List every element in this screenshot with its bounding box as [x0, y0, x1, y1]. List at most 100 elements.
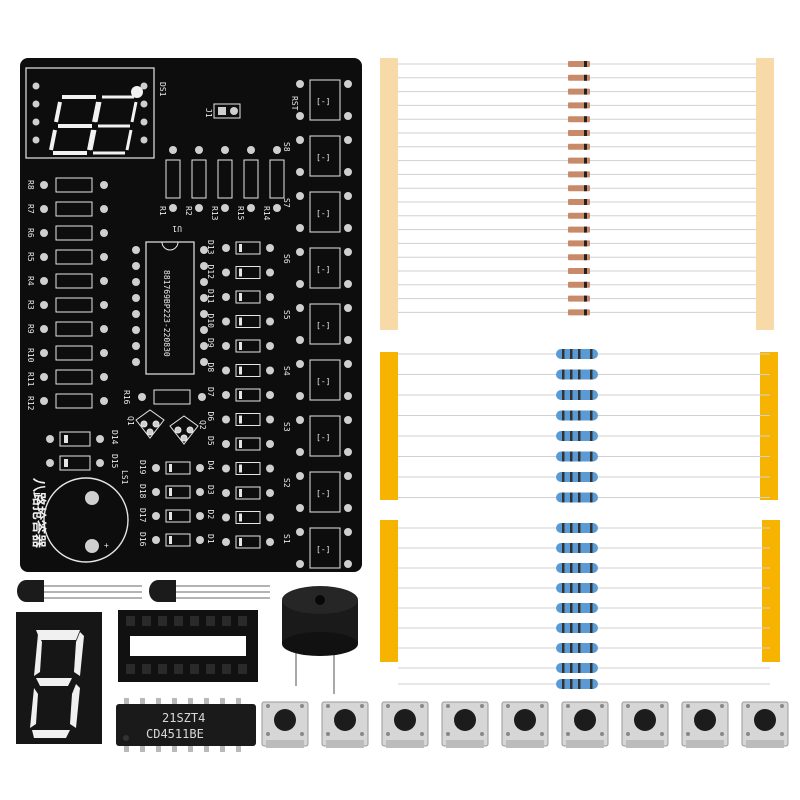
- switch-footprint-s8: [-] S8: [282, 135, 352, 177]
- resistor-footprint-r12: R12: [26, 393, 108, 411]
- diode-footprint-d1: D1: [206, 534, 274, 549]
- switch-label-s8: S8: [282, 142, 291, 152]
- transistor-footprints: [135, 409, 199, 445]
- switch-footprint-s6: [-]S6: [282, 247, 352, 289]
- resistor-footprint-r1: R1: [158, 146, 181, 216]
- tact-button: [501, 701, 549, 748]
- resistor-label-r5: R5: [26, 252, 35, 262]
- resistor-tape-strip-bottom: [380, 520, 780, 689]
- board-title-cn: 八路抢答器: [30, 477, 47, 549]
- diode-label-d16: D16: [138, 532, 147, 547]
- buzzer-footprint: +: [43, 477, 129, 563]
- resistor-tape-strip-top: [380, 349, 778, 503]
- diode-footprint-d9: D9: [206, 338, 274, 353]
- q1-label: Q1: [126, 416, 135, 426]
- diode-label-d12: D12: [206, 265, 215, 280]
- ic-socket: [118, 610, 258, 682]
- ic-marking-line1: 21SZT4: [162, 711, 205, 725]
- switch-label-s4: S4: [282, 366, 291, 376]
- switch-footprint-s2: [-]S2: [282, 471, 352, 513]
- diode-label-d14: D14: [110, 430, 119, 445]
- diode-footprint-d19: D19: [138, 460, 204, 475]
- switch-label-s5: S5: [282, 310, 291, 320]
- resistor-footprint-r4: R4: [26, 273, 108, 289]
- resistor-label-r8: R8: [26, 180, 35, 190]
- buzzer: [282, 586, 358, 694]
- diode-footprint-d10: D10: [206, 314, 274, 329]
- diode-label-d10: D10: [206, 314, 215, 329]
- resistor-label-r13: R13: [210, 206, 219, 221]
- switch-footprint-s3: [-]S3: [282, 415, 352, 457]
- resistor-footprint-r2: R2: [184, 146, 207, 216]
- resistor-footprint-r11: R11: [26, 369, 108, 387]
- diode-footprint-d4: D4: [206, 461, 274, 475]
- resistor-label-r6: R6: [26, 228, 35, 238]
- tact-button-row: [261, 701, 789, 748]
- svg-text:[-]: [-]: [316, 377, 330, 386]
- diode-footprint-d6: D6: [206, 412, 274, 426]
- resistor-label-r1: R1: [158, 206, 167, 216]
- transistor-right: [149, 580, 270, 602]
- diode-label-d7: D7: [206, 387, 215, 397]
- switch-footprint-s5: [-]S5: [282, 303, 352, 345]
- left-diodes: [46, 431, 104, 471]
- ic-marking-line2: CD4511BE: [146, 727, 204, 741]
- diode-footprint-d16: D16: [138, 532, 204, 547]
- chip-silk-text: 881769BP223-220830: [162, 270, 171, 357]
- resistor-footprint-r6: R6: [26, 225, 108, 241]
- diode-footprint-d17: D17: [138, 508, 204, 523]
- resistor-label-r14: R14: [262, 206, 271, 221]
- diode-label-d6: D6: [206, 412, 215, 422]
- diode-label-d15: D15: [110, 454, 119, 469]
- switch-label-s1: S1: [282, 534, 291, 544]
- svg-text:[-]: [-]: [316, 489, 330, 498]
- diode-label-d9: D9: [206, 338, 215, 348]
- diode-label-d5: D5: [206, 436, 215, 446]
- svg-text:[-]: [-]: [316, 153, 330, 162]
- resistor-footprint-r14: R14: [262, 146, 285, 221]
- tact-button: [561, 701, 609, 748]
- resistor-label-r2: R2: [184, 206, 193, 216]
- switch-label-s7: S7: [282, 198, 291, 208]
- switch-footprint-s1: [-] S1: [282, 527, 352, 569]
- switch-column: [-]S8[-]S7[-]S6[-]S5[-]S4[-]S3[-]S2[-]S1: [282, 135, 352, 569]
- diode-footprint-d18: D18: [138, 484, 204, 499]
- diode-label-d2: D2: [206, 510, 215, 520]
- svg-text:[-]: [-]: [316, 97, 330, 106]
- resistor-footprint-r9: R9: [26, 321, 108, 337]
- diode-label-d19: D19: [138, 460, 147, 475]
- svg-text:[-]: [-]: [316, 545, 330, 554]
- resistor-label-r15: R15: [236, 206, 245, 221]
- resistor-footprint-r7: R7: [26, 201, 108, 217]
- resistor-label-r12: R12: [26, 396, 35, 411]
- diode-label-d1: D1: [206, 534, 215, 544]
- resistor-label-r7: R7: [26, 204, 35, 214]
- diode-tape-strip: [380, 58, 774, 330]
- resistor-footprint-r10: R10: [26, 345, 108, 363]
- rst-label: RST: [290, 96, 299, 111]
- diode-footprint-d7: D7: [206, 387, 274, 402]
- transistor-left: [17, 580, 142, 602]
- diode-footprint-d2: D2: [206, 510, 274, 524]
- display-label: DS1: [158, 82, 167, 97]
- diode-label-d11: D11: [206, 289, 215, 304]
- tact-button: [261, 701, 309, 748]
- diode-label-d4: D4: [206, 461, 215, 471]
- q2-label: Q2: [198, 420, 207, 430]
- resistor-footprint-r13: R13: [210, 146, 233, 221]
- diode-footprint-d12: D12: [206, 265, 274, 280]
- rst-switch-footprint: [-]: [296, 79, 352, 121]
- seven-segment-outline: [49, 86, 143, 155]
- diode-footprint-d11: D11: [206, 289, 274, 304]
- diode-label-d13: D13: [206, 240, 215, 255]
- resistor-label-r11: R11: [26, 372, 35, 387]
- chip-socket-label: U1: [172, 224, 182, 233]
- resistor-label-r4: R4: [26, 276, 35, 286]
- switch-label-s3: S3: [282, 422, 291, 432]
- diode-label-d8: D8: [206, 363, 215, 373]
- diode-footprint-d3: D3: [206, 485, 274, 500]
